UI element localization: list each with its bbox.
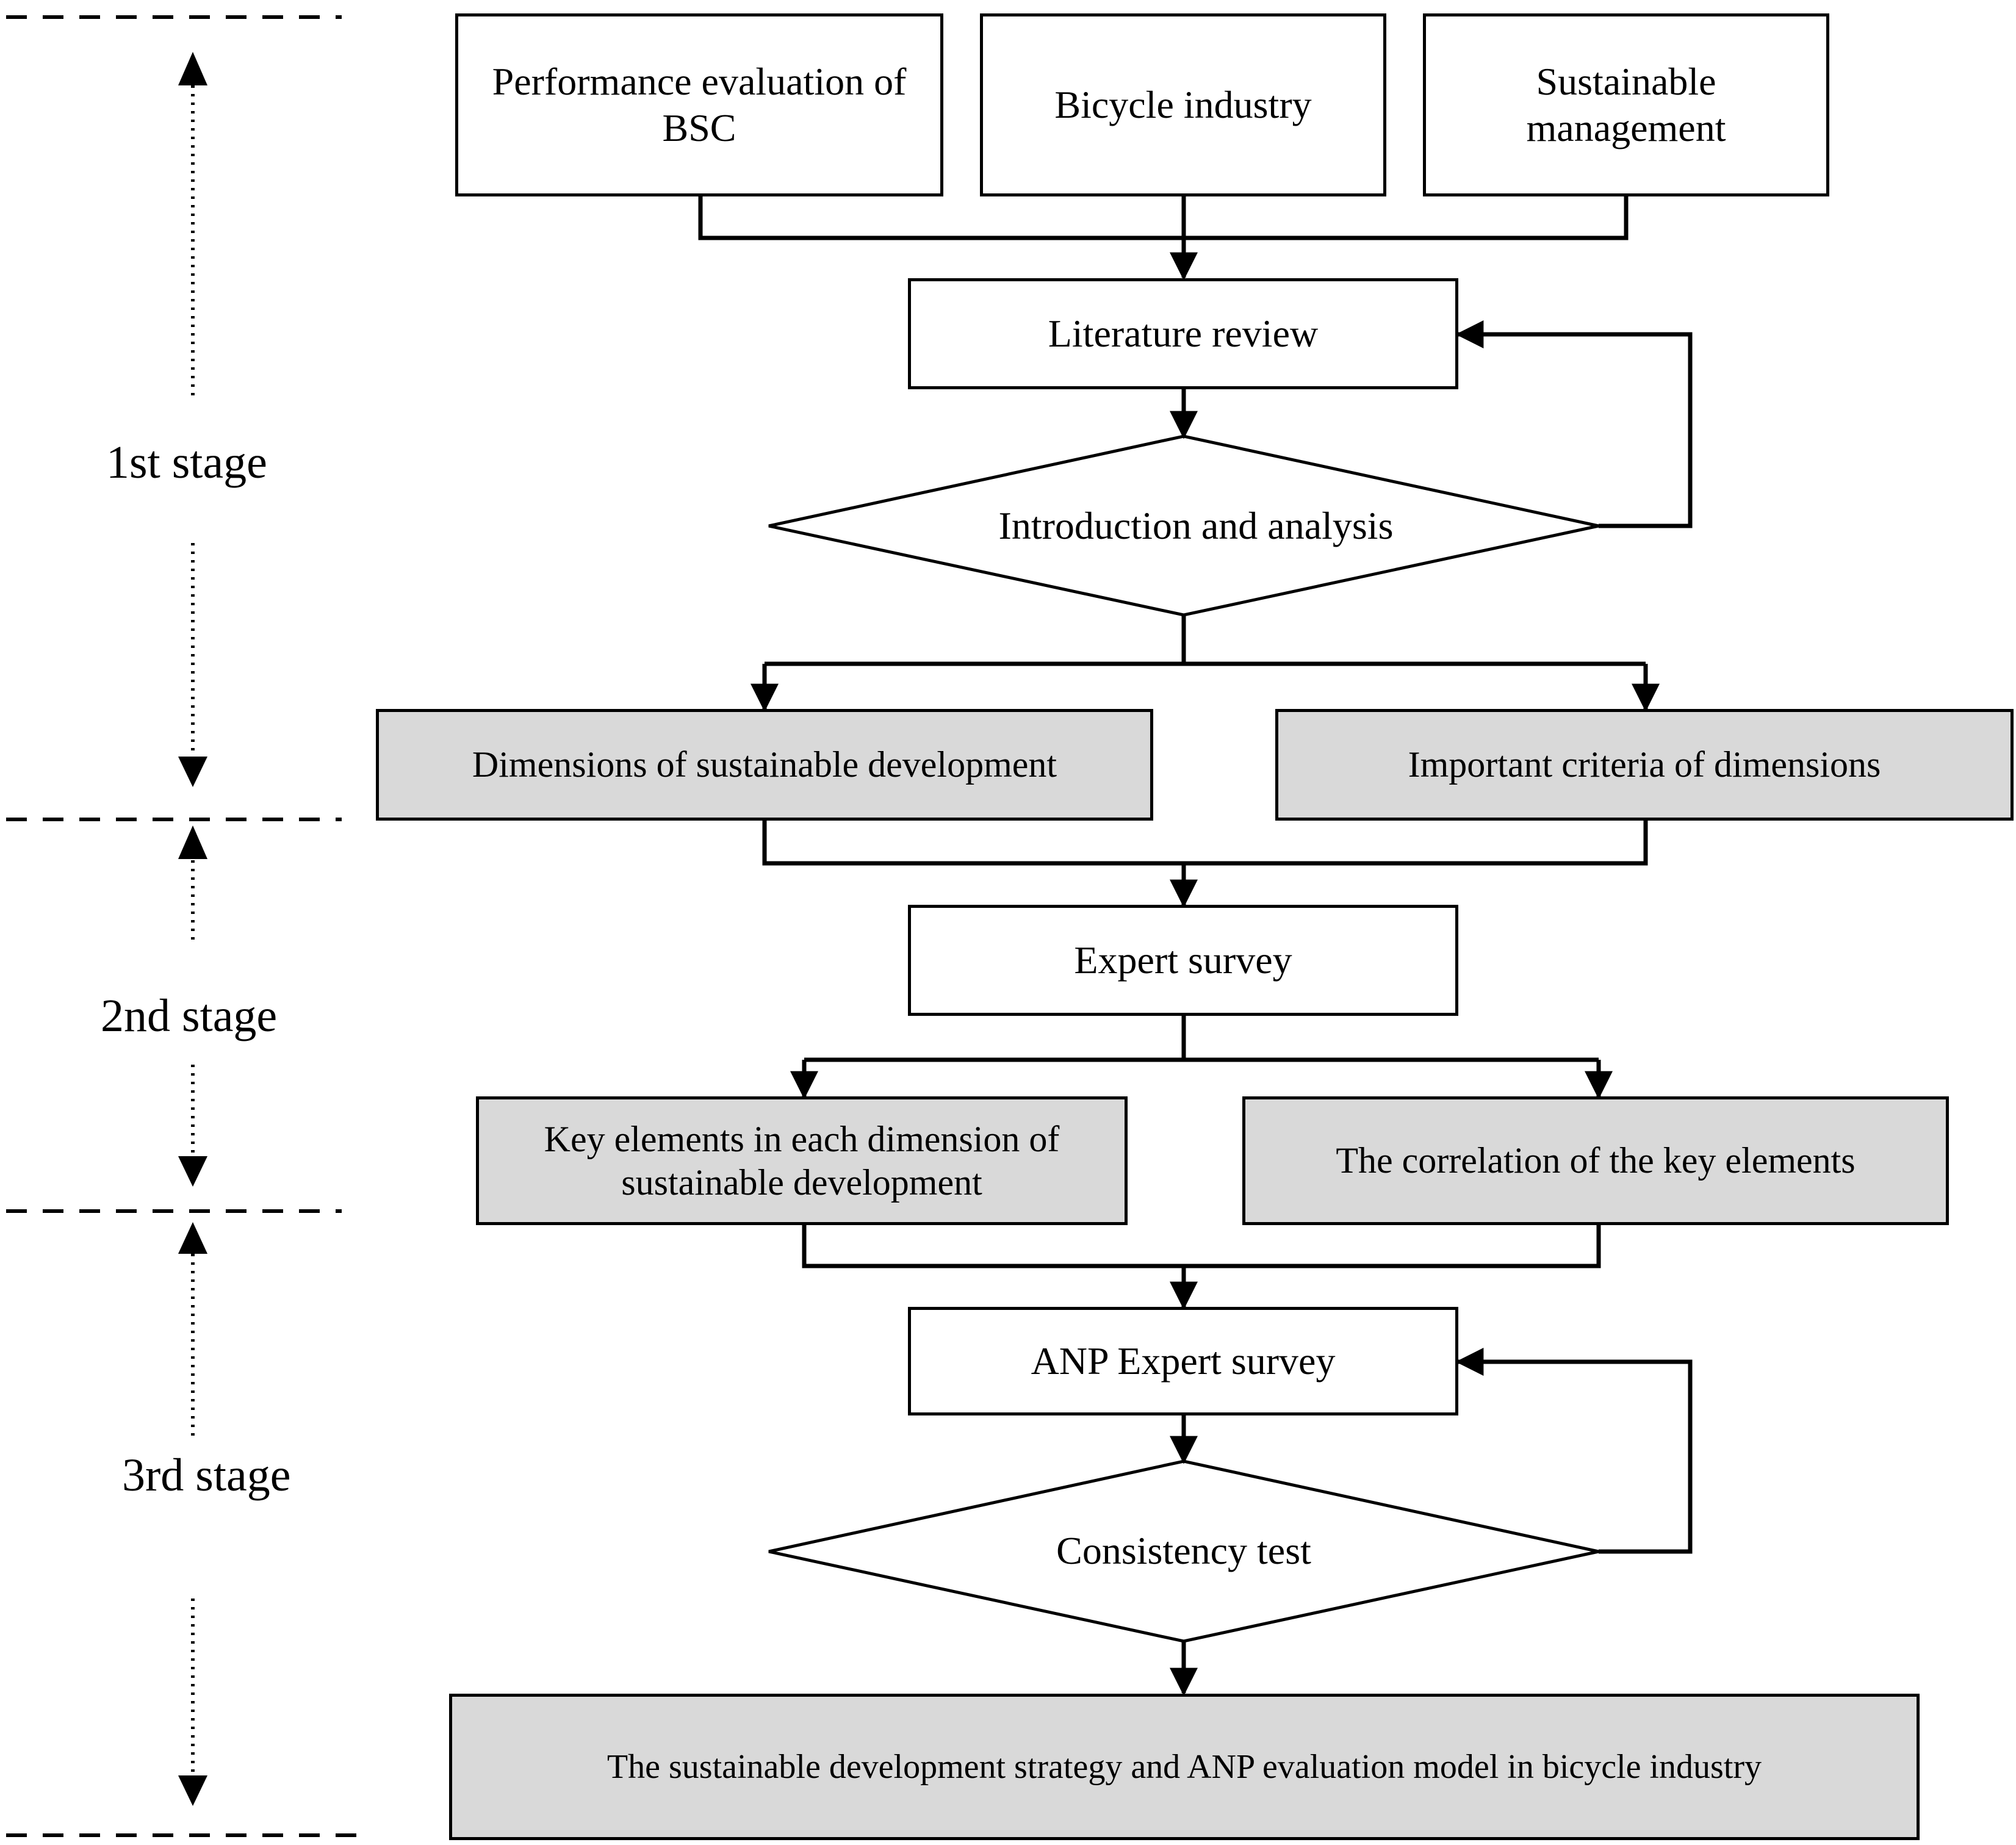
stage-dividers	[6, 15, 372, 1837]
feedback-intro-literature	[1455, 320, 1693, 528]
box-final-model: The sustainable development strategy and…	[449, 1694, 1920, 1840]
stage-label-1: 1st stage	[106, 437, 267, 488]
decision-consistency-label: Consistency test	[1056, 1529, 1311, 1572]
box-correlation-label: The correlation of the key elements	[1336, 1140, 1856, 1181]
box-bsc-label: Performance evaluation of BSC	[492, 60, 907, 149]
box-bicycle-industry-label: Bicycle industry	[1054, 83, 1312, 127]
box-bicycle-industry: Bicycle industry	[980, 13, 1386, 196]
feedback-consistency-anp	[1455, 1348, 1693, 1554]
box-key-elements: Key elements in each dimension of sustai…	[476, 1096, 1128, 1225]
box-expert-survey-label: Expert survey	[1074, 938, 1292, 982]
box-literature-review-label: Literature review	[1048, 312, 1319, 356]
box-dimensions: Dimensions of sustainable development	[376, 709, 1153, 821]
box-bsc: Performance evaluation of BSC	[455, 13, 943, 196]
box-key-elements-label: Key elements in each dimension of sustai…	[544, 1118, 1060, 1203]
box-anp-expert-survey: ANP Expert survey	[908, 1307, 1458, 1415]
box-literature-review: Literature review	[908, 278, 1458, 389]
box-final-model-label: The sustainable development strategy and…	[607, 1747, 1762, 1786]
box-criteria: Important criteria of dimensions	[1275, 709, 2014, 821]
box-sustainable-management: Sustainable management	[1423, 13, 1829, 196]
box-anp-expert-survey-label: ANP Expert survey	[1031, 1339, 1336, 1383]
box-criteria-label: Important criteria of dimensions	[1408, 744, 1881, 785]
box-sustainable-management-label: Sustainable management	[1526, 60, 1726, 149]
stage-arrowheads	[178, 52, 207, 1806]
decision-intro-label: Introduction and analysis	[998, 504, 1394, 547]
flow-connectors	[698, 196, 1693, 1696]
box-expert-survey: Expert survey	[908, 905, 1458, 1016]
stage-label-2: 2nd stage	[101, 990, 278, 1041]
stage-label-3: 3rd stage	[122, 1450, 291, 1501]
box-correlation: The correlation of the key elements	[1242, 1096, 1949, 1225]
box-dimensions-label: Dimensions of sustainable development	[472, 744, 1057, 785]
